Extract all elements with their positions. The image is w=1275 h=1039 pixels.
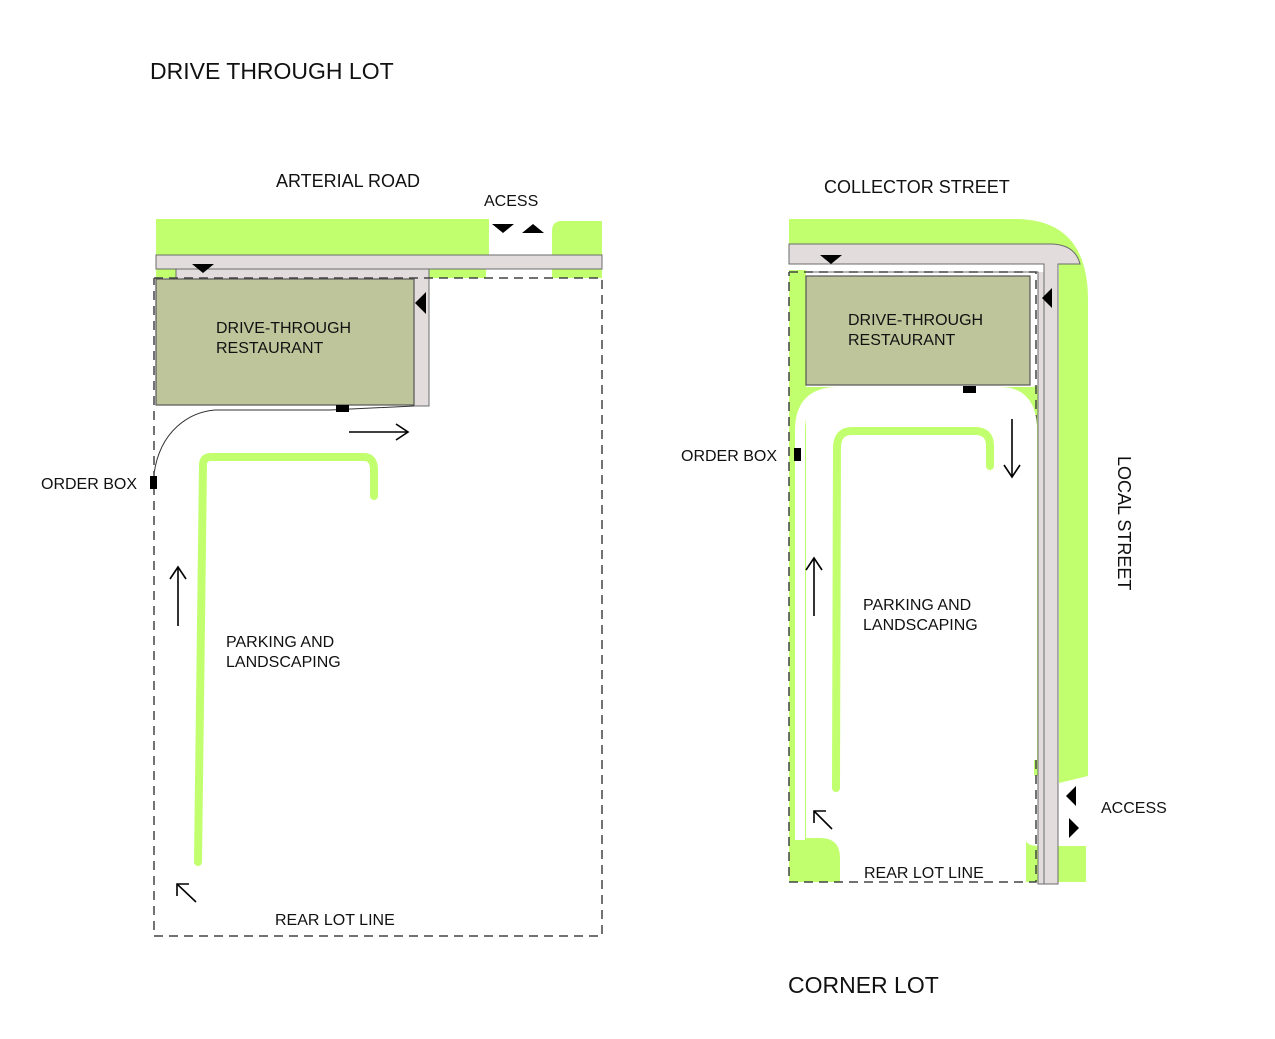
local-street-label: LOCAL STREET [1114,456,1134,590]
building-label-line2: RESTAURANT [216,340,323,357]
rear-lot-line-label: REAR LOT LINE [864,865,984,882]
drive-through-lot-title: DRIVE THROUGH LOT [150,58,394,84]
order-box-marker [150,476,157,489]
road-landscape-strip-right [552,221,602,255]
building-label-line1: DRIVE-THROUGH [848,312,983,329]
order-box-label: ORDER BOX [41,476,137,493]
entry-triangle [820,255,842,264]
corner-lot-plan: COLLECTOR STREET CORNER LOT LOCAL STREET… [681,177,1167,998]
access-in-triangle [492,224,514,233]
entry-arrow-icon [176,883,197,903]
access-label: ACCESS [1101,800,1167,817]
order-box-marker [794,448,801,461]
lane-triangle [1042,288,1052,308]
collector-street-label: COLLECTOR STREET [824,177,1010,197]
access-out-triangle [522,224,544,233]
lot-line [153,277,603,937]
southwest-landscape-patch [800,838,840,882]
road-landscape-strip-left [156,219,489,255]
queue-arrow-icon [805,556,823,616]
exit-arrow-icon [349,423,410,441]
queue-arrow-icon [169,565,187,626]
exit-arrow-icon [1003,419,1021,479]
sidewalk [155,254,603,270]
lot-line [788,271,1037,883]
building-label-line2: RESTAURANT [848,332,955,349]
corner-lot-title: CORNER LOT [788,972,939,998]
arterial-road-label: ARTERIAL ROAD [276,171,420,191]
parking-label-line2: LANDSCAPING [863,617,978,634]
entry-arrow-icon [813,810,833,830]
drive-lane-path [795,387,1037,840]
entry-triangle [192,264,214,273]
landscape-island [832,427,994,792]
order-box-label: ORDER BOX [681,448,777,465]
parking-label-line1: PARKING AND [863,597,971,614]
pickup-window-marker [963,386,976,393]
parking-label-line1: PARKING AND [226,634,334,651]
pickup-window-marker [336,405,349,412]
access-in-triangle [1066,786,1076,806]
drive-through-restaurant-building [805,275,1031,386]
building-label-line1: DRIVE-THROUGH [216,320,351,337]
landscape-island [194,453,378,866]
drive-lane-curb [153,405,415,475]
access-label: ACESS [484,193,538,210]
rear-lot-line-label: REAR LOT LINE [275,912,395,929]
access-out-triangle [1069,818,1079,838]
parking-label-line2: LANDSCAPING [226,654,341,671]
drive-through-restaurant-building [155,278,415,406]
lane-triangle [415,292,426,314]
drive-through-lot-plan: DRIVE THROUGH LOT ARTERIAL ROAD ACESS DR… [41,58,603,937]
